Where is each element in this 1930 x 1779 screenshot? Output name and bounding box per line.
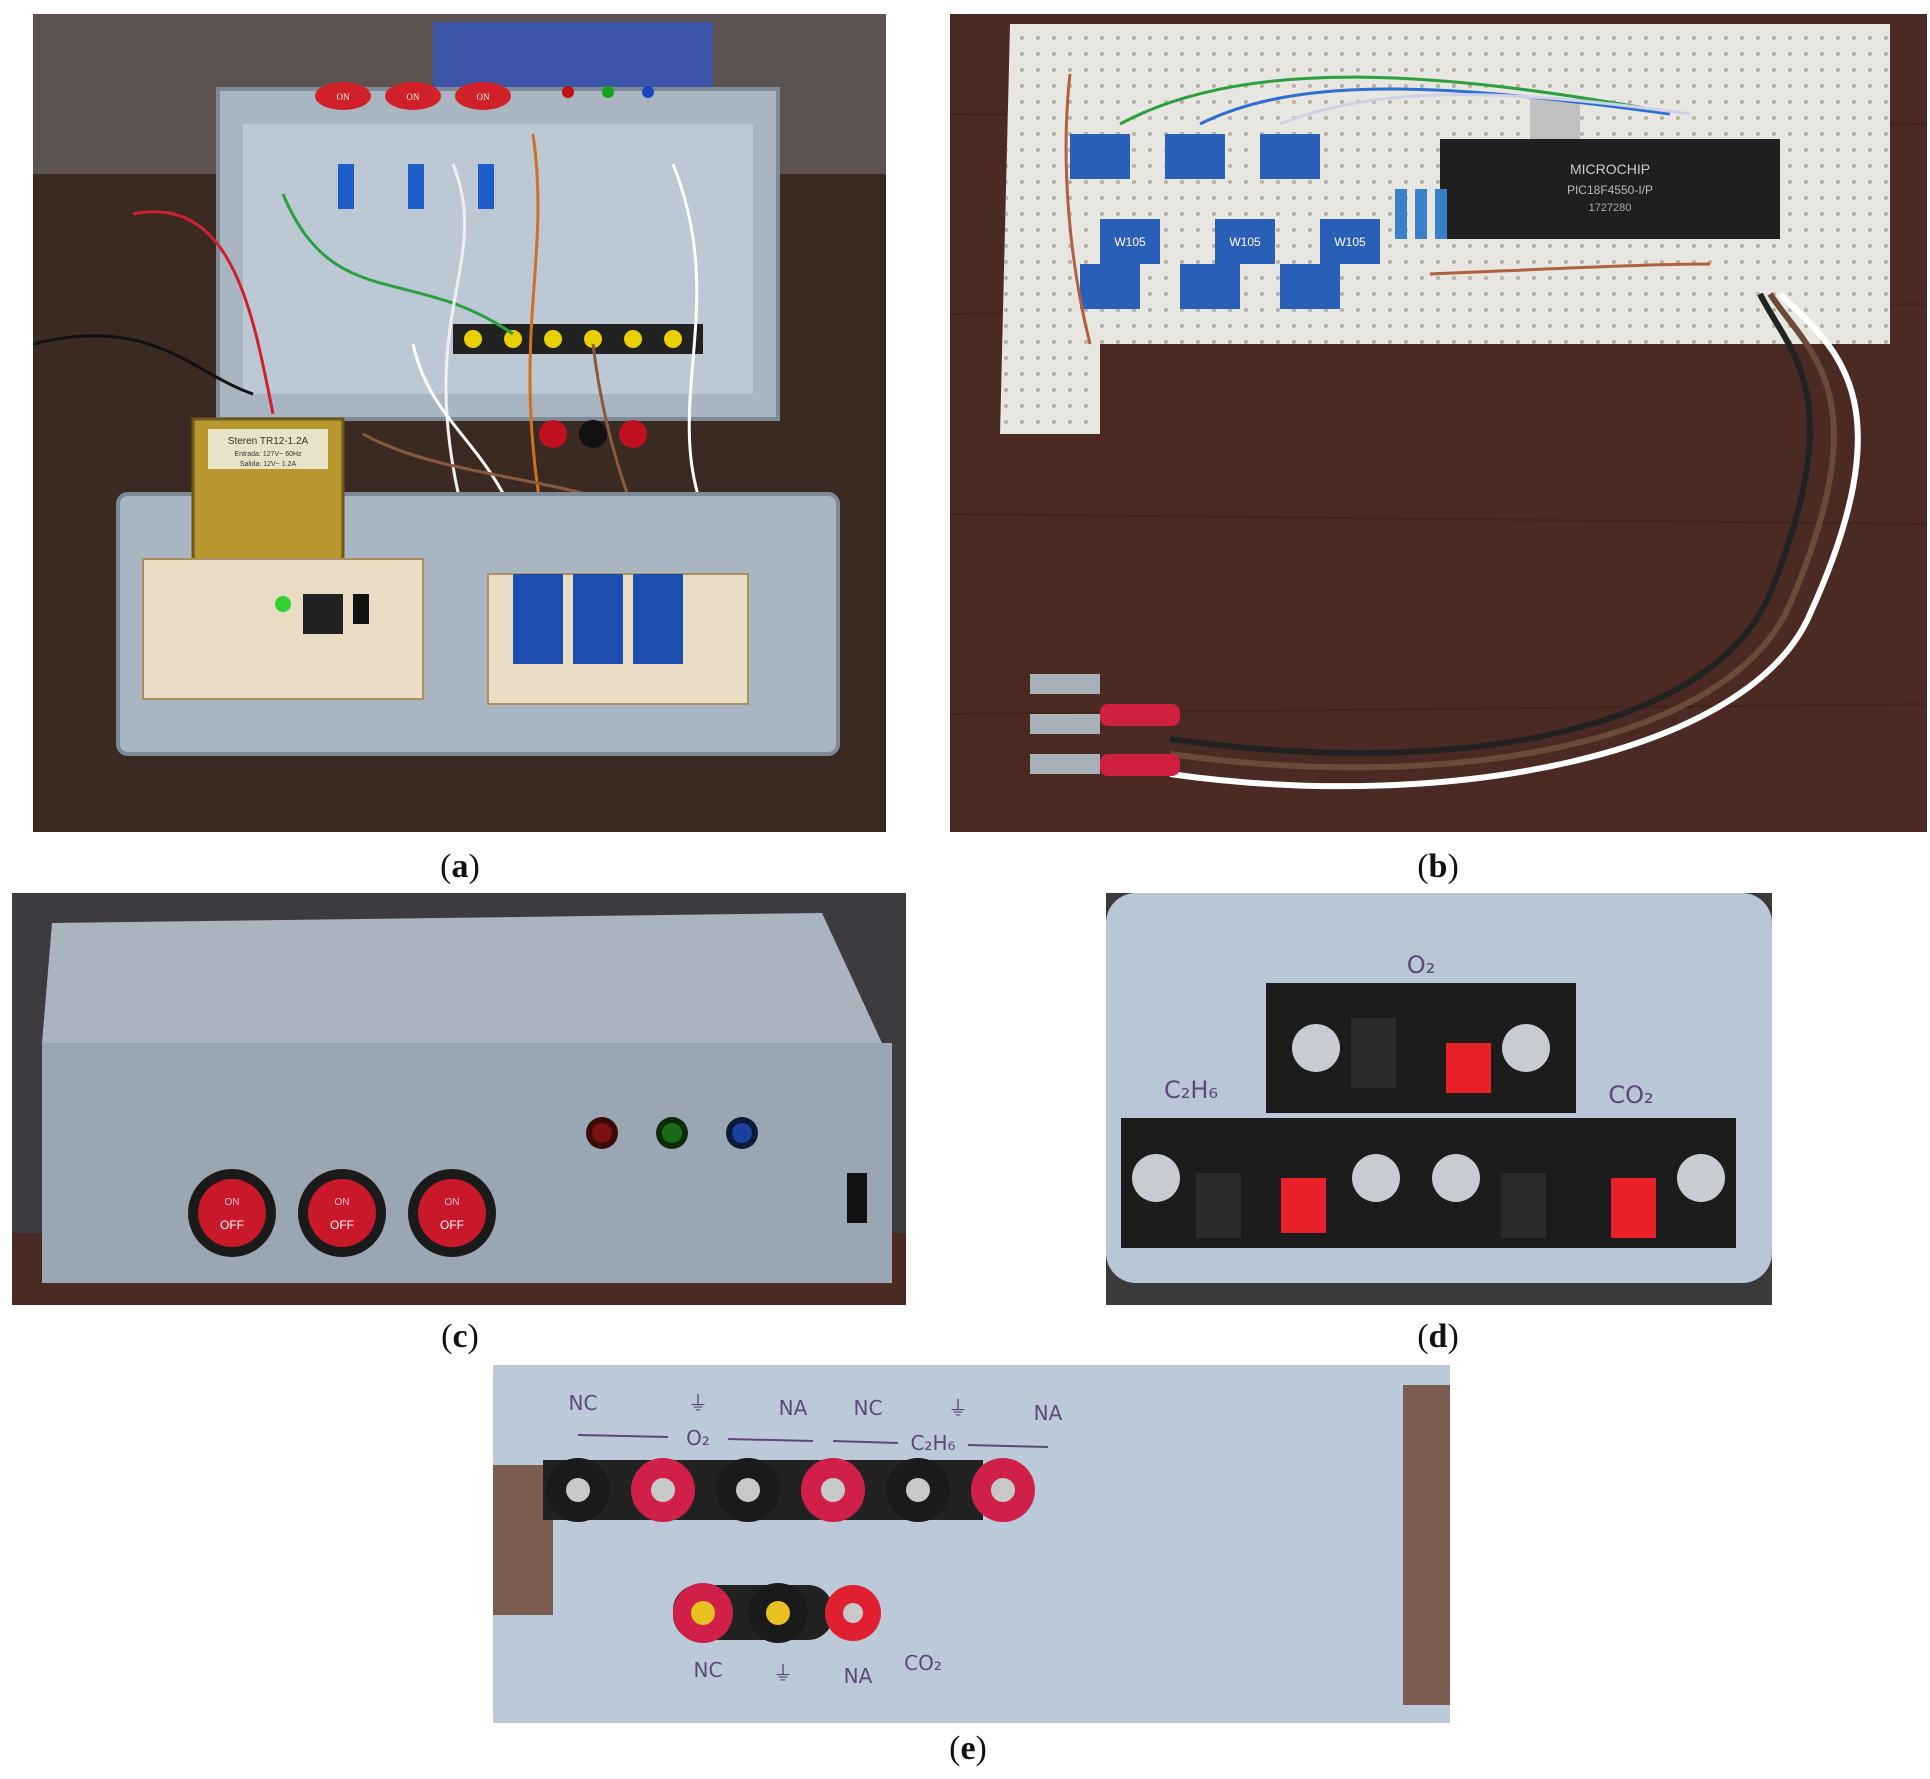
binding-posts-bottom — [673, 1583, 881, 1643]
trimmer-potentiometers — [1070, 134, 1380, 309]
svg-text:NA: NA — [1034, 1401, 1063, 1425]
caption-b: (b) — [1417, 848, 1459, 885]
svg-text:ON: ON — [445, 1197, 460, 1208]
svg-text:CO₂: CO₂ — [904, 1651, 942, 1675]
svg-text:Salida: 12V~ 1.2A: Salida: 12V~ 1.2A — [240, 461, 297, 468]
svg-text:W105: W105 — [1334, 235, 1366, 249]
panel-b-photo: MICROCHIP PIC18F4550-I/P 1727280 W105 W1… — [950, 14, 1927, 832]
svg-text:ON: ON — [335, 1197, 350, 1208]
svg-text:ON: ON — [477, 92, 490, 102]
label-o2: O₂ — [1407, 951, 1436, 979]
svg-text:Steren TR12-1.2A: Steren TR12-1.2A — [228, 436, 309, 447]
panel-d-drawing: O₂ C₂H₆ CO₂ — [1106, 893, 1772, 1305]
label-co2: CO₂ — [1608, 1081, 1653, 1109]
caption-a: (a) — [440, 848, 480, 885]
svg-text:OFF: OFF — [220, 1218, 244, 1232]
caption-d: (d) — [1417, 1318, 1459, 1355]
panel-e-drawing: NC ⏚ NA NC ⏚ NA O₂ C₂H₆ NC ⏚ NA CO₂ — [493, 1365, 1450, 1723]
handwritten-labels-bottom: NC ⏚ NA CO₂ — [694, 1651, 942, 1688]
svg-text:NC: NC — [854, 1396, 883, 1420]
panel-a-drawing: ON ON ON Steren TR12-1.2A Entr — [33, 14, 886, 832]
label-c2h6: C₂H₆ — [1164, 1076, 1218, 1104]
svg-text:Entrada: 127V~ 60Hz: Entrada: 127V~ 60Hz — [234, 451, 302, 458]
svg-text:W105: W105 — [1114, 235, 1146, 249]
svg-text:⏚: ⏚ — [773, 1661, 793, 1685]
panel-e-photo: NC ⏚ NA NC ⏚ NA O₂ C₂H₆ NC ⏚ NA CO₂ — [493, 1365, 1450, 1723]
binding-posts-top — [546, 1458, 1035, 1522]
svg-text:NA: NA — [844, 1664, 873, 1688]
svg-text:MICROCHIP: MICROCHIP — [1570, 161, 1650, 177]
svg-text:1727280: 1727280 — [1589, 202, 1632, 214]
svg-text:ON: ON — [225, 1197, 240, 1208]
panel-d-photo: O₂ C₂H₆ CO₂ — [1106, 893, 1772, 1305]
svg-text:PIC18F4550-I/P: PIC18F4550-I/P — [1567, 183, 1653, 197]
svg-text:NC: NC — [569, 1391, 598, 1415]
top-switches: ON ON ON — [315, 82, 654, 110]
panel-c-drawing: ON OFF ON OFF ON OFF — [12, 893, 906, 1305]
caption-c: (c) — [441, 1318, 479, 1355]
panel-b-drawing: MICROCHIP PIC18F4550-I/P 1727280 W105 W1… — [950, 14, 1927, 832]
enclosure-panel — [493, 1365, 1450, 1723]
svg-text:⏚: ⏚ — [948, 1396, 968, 1420]
indicator-leds — [586, 1117, 758, 1149]
power-board — [142, 558, 424, 700]
caption-e: (e) — [949, 1730, 987, 1767]
panel-c-photo: ON OFF ON OFF ON OFF — [12, 893, 906, 1305]
svg-text:O₂: O₂ — [686, 1426, 710, 1450]
enclosure-top — [42, 913, 882, 1043]
svg-text:NA: NA — [779, 1396, 808, 1420]
microcontroller-chip — [1440, 139, 1780, 239]
svg-text:OFF: OFF — [330, 1218, 354, 1232]
svg-text:⏚: ⏚ — [688, 1391, 708, 1415]
svg-text:ON: ON — [337, 92, 350, 102]
svg-text:C₂H₆: C₂H₆ — [910, 1431, 955, 1455]
handwritten-labels-top: NC ⏚ NA NC ⏚ NA O₂ C₂H₆ — [569, 1391, 1063, 1455]
front-switches — [188, 1169, 496, 1257]
panel-a-photo: ON ON ON Steren TR12-1.2A Entr — [33, 14, 886, 832]
svg-text:W105: W105 — [1229, 235, 1261, 249]
svg-text:NC: NC — [694, 1658, 723, 1682]
wire-terminals — [1030, 674, 1180, 776]
svg-text:ON: ON — [407, 92, 420, 102]
svg-text:OFF: OFF — [440, 1218, 464, 1232]
